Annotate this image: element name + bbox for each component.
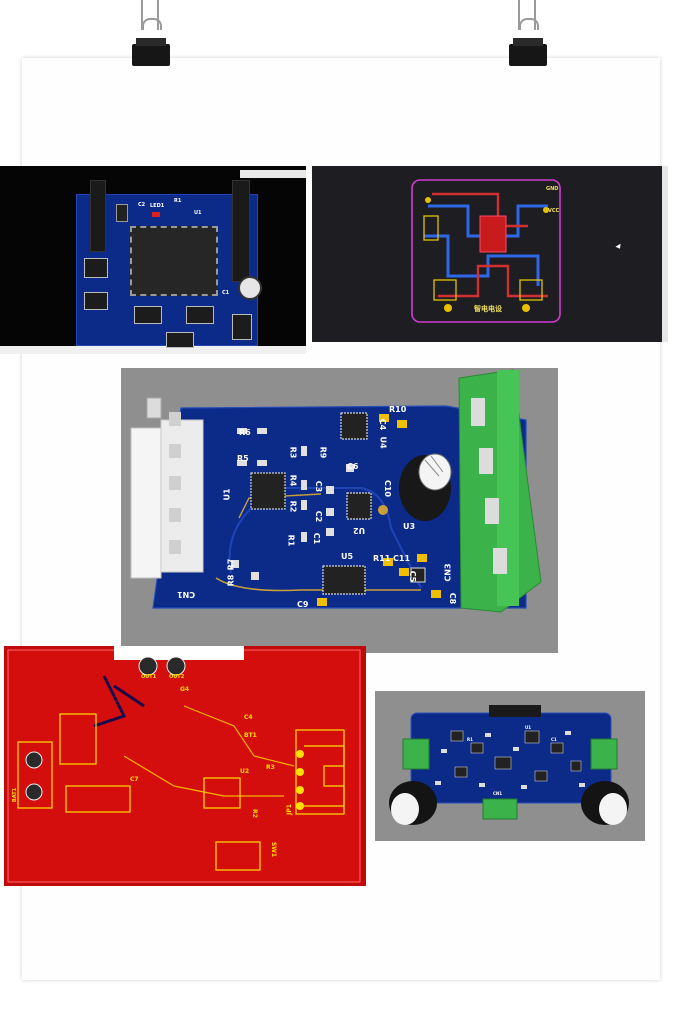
label-c5: C5 <box>408 570 418 583</box>
label-out1: OUT1 <box>141 674 157 680</box>
label-r7: R7 <box>226 558 236 571</box>
label-c6: C6 <box>347 462 359 471</box>
label-c7: C7 <box>130 776 139 783</box>
label-u5: U5 <box>341 552 354 561</box>
header-connector-right <box>232 180 250 282</box>
binder-clip-right <box>505 0 551 70</box>
label-g4: G4 <box>180 686 190 693</box>
component-d6 <box>232 314 252 340</box>
label-r1-small: R1 <box>467 737 473 742</box>
label-jp1: JP1 <box>285 804 293 815</box>
label-r2: R2 <box>288 500 298 513</box>
label-cn1-small: CN1 <box>493 791 503 796</box>
label-c10: C10 <box>383 479 393 498</box>
small-part-1 <box>116 204 128 222</box>
mouse-cursor-icon <box>615 243 623 251</box>
binder-clip-left <box>128 0 174 70</box>
pcb-photo-dual-channel: CN1 U1 R1 C1 <box>375 691 645 841</box>
label-cn1: CN1 <box>177 590 196 599</box>
label-vcc: VCC <box>548 208 560 214</box>
label-brand: 智电电设 <box>474 305 502 313</box>
editor-right-edge <box>662 166 668 342</box>
label-u2: U2 <box>353 526 366 535</box>
label-c8: C8 <box>448 592 458 605</box>
label-c3: C3 <box>314 480 324 493</box>
label-c11: C11 <box>393 554 411 563</box>
electrolytic-capacitor <box>238 276 262 300</box>
label-r1: R1 <box>174 198 182 204</box>
pcb-layout-screenshot: GND VCC 智电电设 <box>312 166 668 342</box>
label-u1-small: U1 <box>525 725 532 730</box>
label-c1: C1 <box>312 532 322 545</box>
label-r10: R10 <box>389 405 407 414</box>
driver-board-render <box>130 369 542 613</box>
status-strip <box>0 346 306 354</box>
label-c2: C2 <box>314 510 324 523</box>
red-layout-traces <box>7 646 361 883</box>
component-d1 <box>84 258 108 278</box>
label-bt1: BT1 <box>244 732 257 739</box>
label-c4: C4 <box>378 418 388 431</box>
label-u2: U2 <box>240 768 250 775</box>
label-out2: OUT2 <box>169 674 185 680</box>
label-gnd: GND <box>546 186 559 192</box>
label-u1: U1 <box>222 488 232 501</box>
header-connector-left <box>90 180 106 252</box>
label-r3: R3 <box>266 764 275 771</box>
label-r5: R5 <box>237 454 249 463</box>
label-bat1: BAT1 <box>12 787 19 803</box>
toolbar-strip <box>240 170 306 178</box>
component-d3 <box>134 306 162 324</box>
label-u1: U1 <box>194 210 202 216</box>
label-c2: C2 <box>138 202 146 208</box>
label-r4: R4 <box>288 474 298 487</box>
label-c1: C1 <box>222 290 230 296</box>
label-r1: R1 <box>286 534 296 547</box>
led-part <box>152 212 160 217</box>
component-d4 <box>186 306 214 324</box>
component-d2 <box>84 292 108 310</box>
label-r11: R11 <box>373 554 391 563</box>
label-r3: R3 <box>288 446 298 459</box>
pcb-photo-driver-board: R10 R6 C4 U4 R3 R9 C6 R5 R4 C3 C10 U1 R2… <box>121 368 558 653</box>
label-r2: R2 <box>250 809 258 818</box>
label-led1: LED1 <box>150 203 165 209</box>
label-u4: U4 <box>378 436 388 449</box>
pcb-photo-blue-3d: LED1 C2 R1 U1 C1 <box>0 166 306 354</box>
label-u3: U3 <box>403 522 416 531</box>
label-r6: R6 <box>239 428 251 437</box>
label-c4: C4 <box>244 714 253 721</box>
pcb-layout-traces <box>411 179 561 323</box>
pcb-layout-red: OUT1 OUT2 G4 C4 BAT1 BT1 U2 R3 JP1 SW1 C… <box>4 646 366 886</box>
label-cn3: CN3 <box>443 563 453 582</box>
dual-channel-render <box>389 705 629 825</box>
label-r8: R8 <box>226 574 236 587</box>
component-d5 <box>166 332 194 348</box>
label-c9: C9 <box>297 600 309 609</box>
label-c1-small: C1 <box>551 737 557 742</box>
label-r9: R9 <box>318 446 328 459</box>
ic-chip-qfp <box>130 226 218 296</box>
label-sw1: SW1 <box>270 841 278 858</box>
